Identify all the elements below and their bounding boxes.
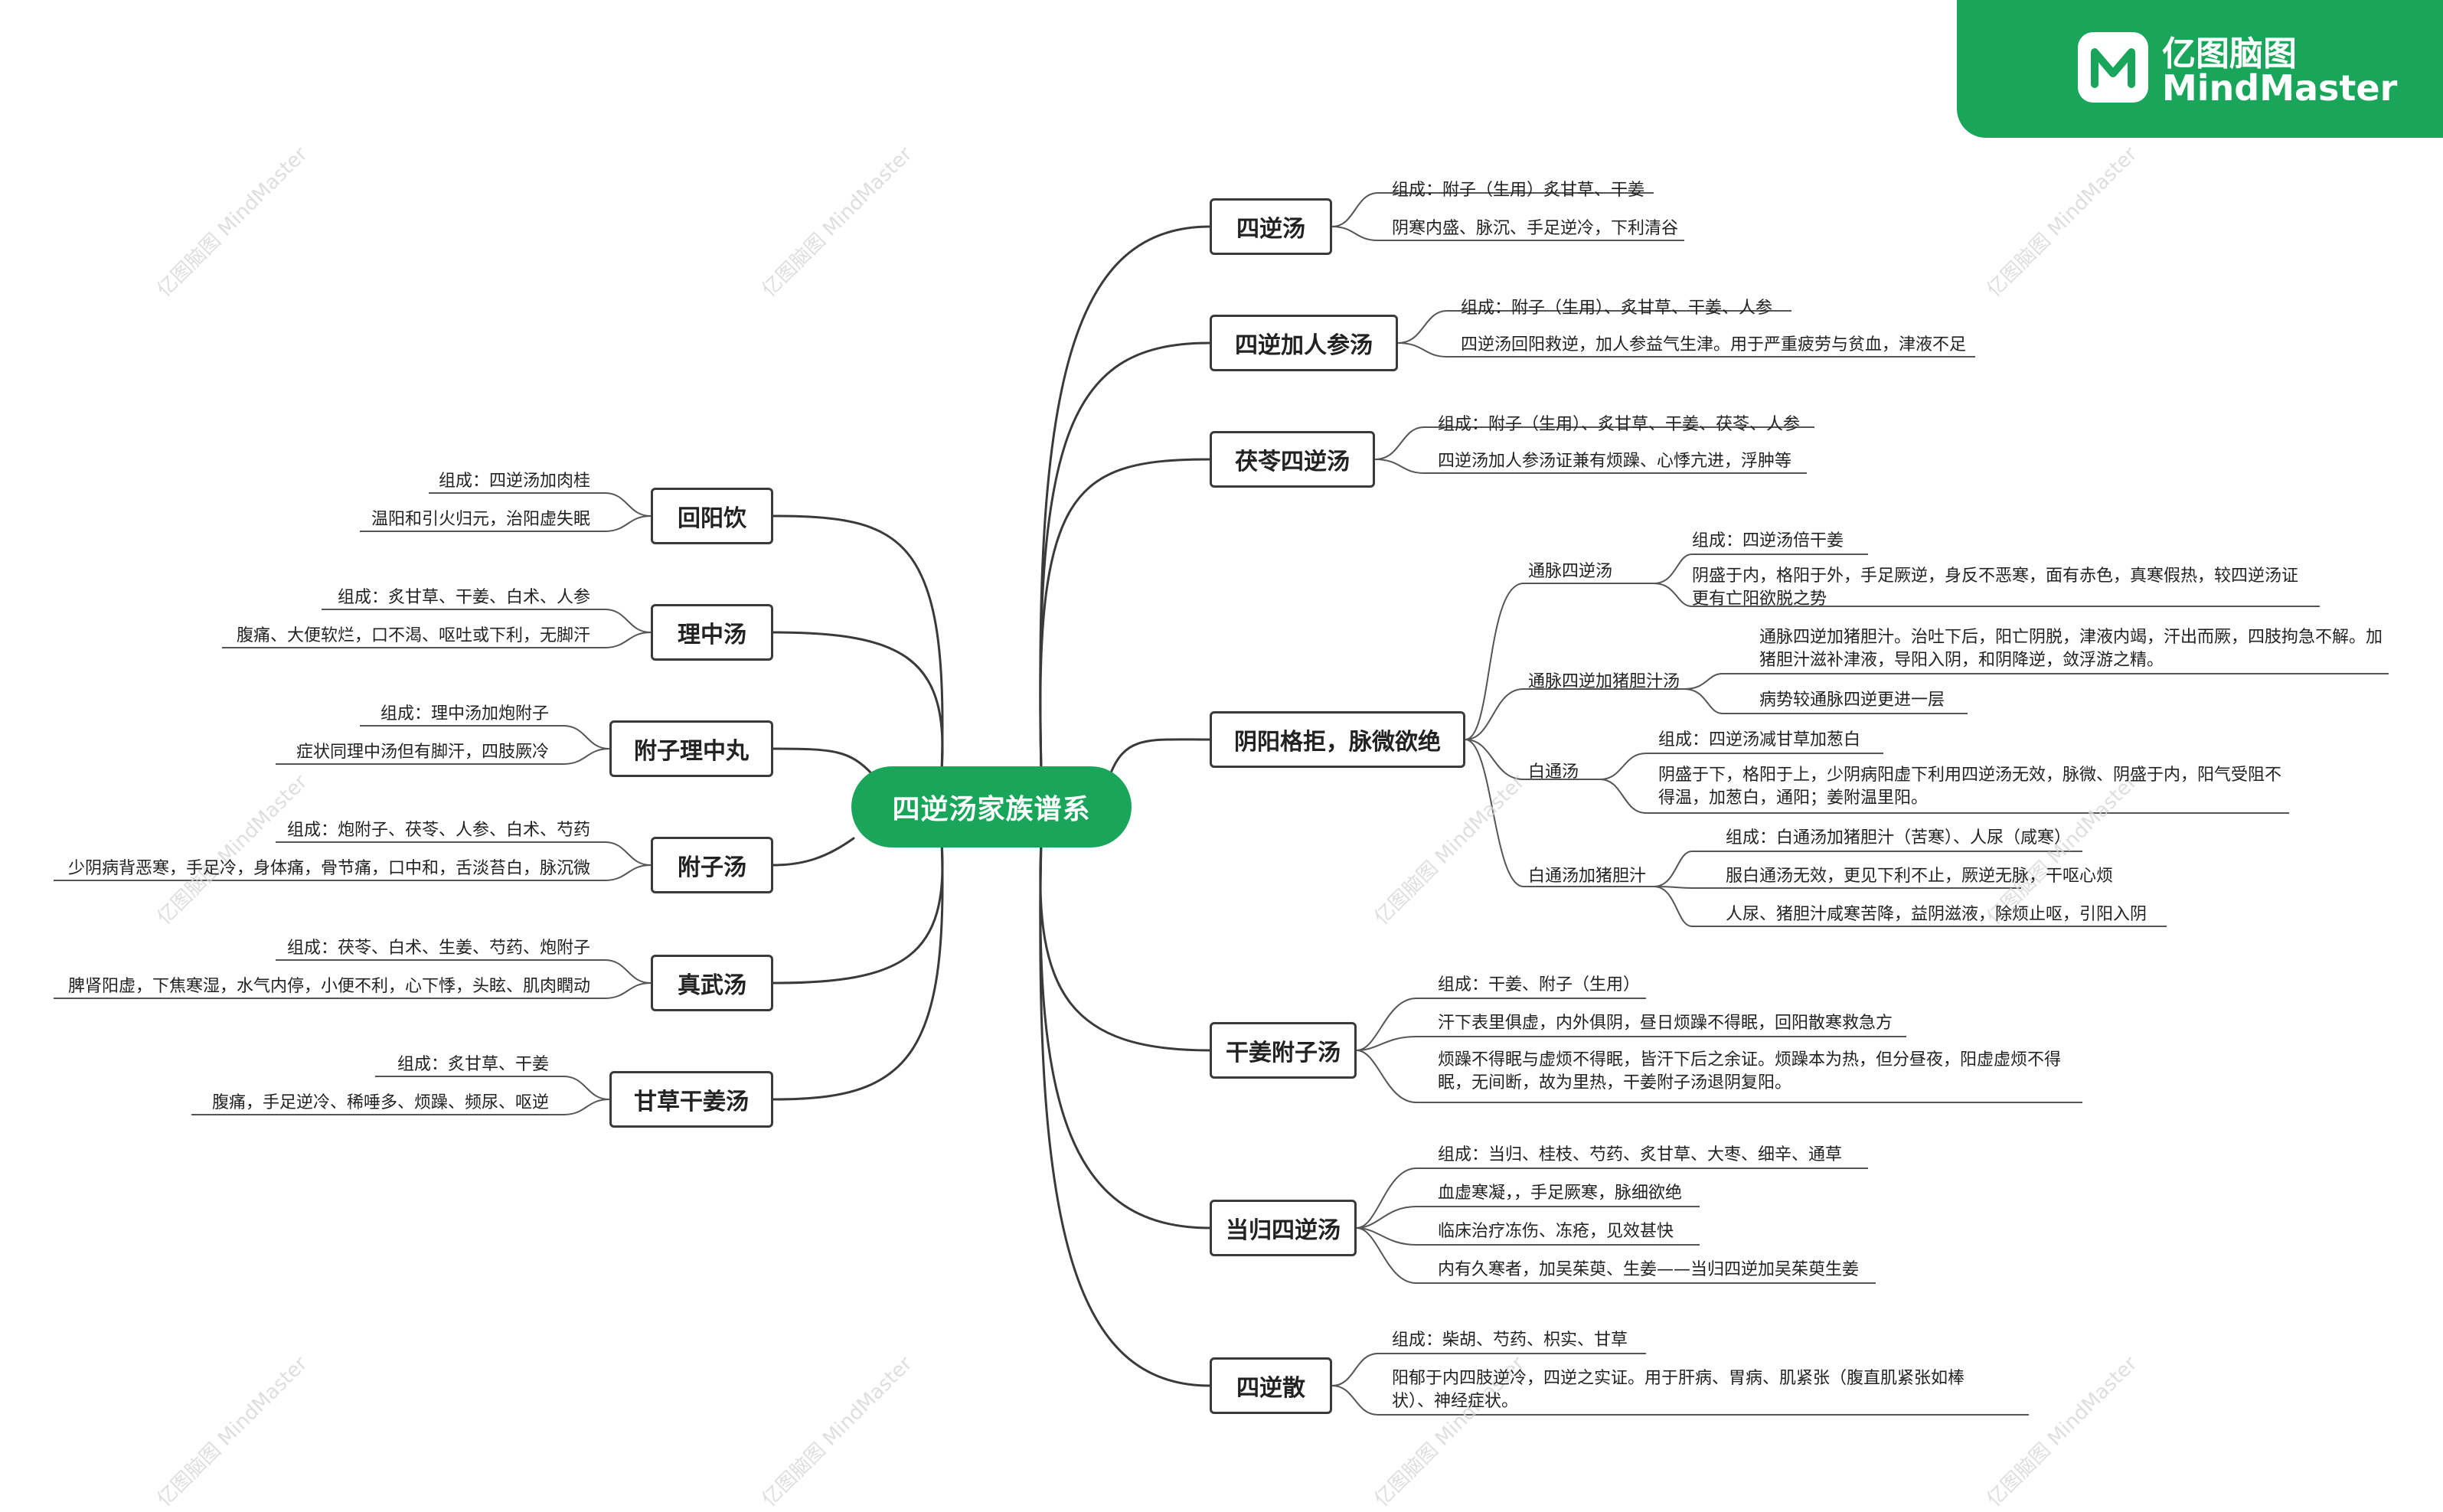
topic-danggui-sini-tang[interactable]: 当归四逆汤 (1210, 1200, 1357, 1256)
root-topic[interactable]: 四逆汤家族谱系 (851, 766, 1132, 847)
topic-fuling-sini-tang[interactable]: 茯苓四逆汤 (1210, 431, 1375, 488)
group-label-baitong-zhudanzhi[interactable]: 白通汤加猪胆汁 (1528, 867, 1647, 886)
topic-ganjiang-fuzi-tang[interactable]: 干姜附子汤 (1210, 1022, 1357, 1079)
subtopic-text[interactable]: 组成：炙甘草、干姜 (397, 1055, 549, 1074)
subtopic-text[interactable]: 组成：附子（生用）炙甘草、干姜 (1392, 181, 1645, 200)
subtopic-text[interactable]: 组成：白通汤加猪胆汁（苦寒）、人尿（咸寒） (1726, 828, 2072, 847)
subtopic-text[interactable]: 阴寒内盛、脉沉、手足逆冷，下利清谷 (1392, 219, 1679, 238)
topic-lizhong-tang[interactable]: 理中汤 (651, 604, 773, 661)
brand-name-cn: 亿图脑图 (2162, 34, 2297, 73)
subtopic-text[interactable]: 病势较通脉四逆更进一层 (1759, 691, 1945, 710)
subtopic-text[interactable]: 组成：附子（生用）、炙甘草、干姜、茯苓、人参 (1438, 415, 1801, 434)
subtopic-text[interactable]: 组成：炙甘草、干姜、白术、人参 (337, 588, 590, 607)
subtopic-text[interactable]: 组成：理中汤加炮附子 (380, 704, 549, 723)
mindmaster-logo-icon (2078, 32, 2148, 103)
group-label-tongmai-sini-tang[interactable]: 通脉四逆汤 (1528, 562, 1613, 581)
topic-fuzi-tang[interactable]: 附子汤 (651, 837, 773, 893)
topic-fuzi-lizhong-wan[interactable]: 附子理中丸 (609, 720, 773, 777)
subtopic-text[interactable]: 组成：附子（生用）、炙甘草、干姜、人参 (1461, 299, 1773, 318)
subtopic-text[interactable]: 组成：四逆汤减甘草加葱白 (1658, 730, 1861, 749)
brand-logo: 亿图脑图 MindMaster (1957, 0, 2443, 138)
group-label-baitong-tang[interactable]: 白通汤 (1528, 763, 1579, 782)
subtopic-text[interactable]: 血虚寒凝，，手足厥寒，脉细欲绝 (1438, 1184, 1683, 1203)
subtopic-text[interactable]: 少阴病背恶寒，手足冷，身体痛，骨节痛，口中和，舌淡苔白，脉沉微 (67, 859, 590, 878)
subtopic-text[interactable]: 内有久寒者，加吴茱萸、生姜——当归四逆加吴茱萸生姜 (1438, 1260, 1860, 1279)
subtopic-text[interactable]: 临床治疗冻伤、冻疮，见效甚快 (1438, 1222, 1674, 1241)
topic-sini-jia-renshen-tang[interactable]: 四逆加人参汤 (1210, 315, 1398, 371)
subtopic-text[interactable]: 四逆汤回阳救逆，加人参益气生津。用于严重疲劳与贫血，津液不足 (1461, 335, 1967, 354)
subtopic-text[interactable]: 烦躁不得眠与虚烦不得眠，皆汗下后之余证。烦躁本为热，但分昼夜，阳虚虚烦不得眠，无… (1438, 1050, 2062, 1092)
subtopic-text[interactable]: 组成：四逆汤倍干姜 (1692, 531, 1844, 550)
subtopic-text[interactable]: 阳郁于内四肢逆冷，四逆之实证。用于肝病、胃病、肌紧张（腹直肌紧张如棒状）、神经症… (1392, 1369, 1965, 1411)
topic-gancao-ganjiang-tang[interactable]: 甘草干姜汤 (609, 1071, 773, 1128)
subtopic-text[interactable]: 四逆汤加人参汤证兼有烦躁、心悸亢进，浮肿等 (1438, 452, 1792, 471)
brand-name-en: MindMaster (2162, 67, 2398, 109)
subtopic-text[interactable]: 组成：干姜、附子（生用） (1438, 975, 1641, 994)
subtopic-text[interactable]: 组成：柴胡、芍药、枳实、甘草 (1392, 1331, 1628, 1350)
subtopic-text[interactable]: 组成：当归、桂枝、芍药、炙甘草、大枣、细辛、通草 (1438, 1145, 1843, 1164)
subtopic-text[interactable]: 腹痛、大便软烂，口不渴、呕吐或下利，无脚汗 (236, 626, 590, 645)
topic-sini-tang[interactable]: 四逆汤 (1210, 198, 1332, 255)
topic-zhenwu-tang[interactable]: 真武汤 (651, 955, 773, 1011)
subtopic-text[interactable]: 脾肾阳虚，下焦寒湿，水气内停，小便不利，心下悸，头眩、肌肉瞤动 (67, 977, 590, 996)
mindmap-connectors (54, 192, 2389, 1416)
subtopic-text[interactable]: 腹痛，手足逆冷、稀唾多、烦躁、频尿、呕逆 (211, 1093, 549, 1112)
topic-yinyang-geju[interactable]: 阴阳格拒，脉微欲绝 (1210, 711, 1465, 768)
subtopic-text[interactable]: 阴盛于内，格阳于外，手足厥逆，身反不恶寒，面有赤色，真寒假热，较四逆汤证更有亡阳… (1692, 567, 2299, 609)
subtopic-text[interactable]: 服白通汤无效，更见下利不止，厥逆无脉，干呕心烦 (1726, 867, 2114, 886)
subtopic-text[interactable]: 阴盛于下，格阳于上，少阴病阳虚下利用四逆汤无效，脉微、阴盛于内，阳气受阻不得温，… (1658, 766, 2282, 808)
subtopic-text[interactable]: 组成：炮附子、茯苓、人参、白术、芍药 (286, 821, 590, 840)
subtopic-text[interactable]: 组成：茯苓、白术、生姜、芍药、炮附子 (286, 939, 590, 958)
topic-sini-san[interactable]: 四逆散 (1210, 1357, 1332, 1414)
topic-huiyang-yin[interactable]: 回阳饮 (651, 488, 773, 544)
subtopic-text[interactable]: 人尿、猪胆汁咸寒苦降，益阴滋液，除烦止呕，引阳入阴 (1726, 905, 2147, 924)
subtopic-text[interactable]: 症状同理中汤但有脚汗，四肢厥冷 (296, 743, 549, 762)
subtopic-text[interactable]: 组成：四逆汤加肉桂 (438, 472, 590, 491)
subtopic-text[interactable]: 温阳和引火归元，治阳虚失眠 (371, 510, 590, 529)
group-label-tongmai-sini-zhudanzhi-tang[interactable]: 通脉四逆加猪胆汁汤 (1528, 672, 1680, 691)
subtopic-text[interactable]: 汗下表里俱虚，内外俱阴，昼日烦躁不得眠，回阳散寒救急方 (1438, 1014, 1893, 1033)
subtopic-text[interactable]: 通脉四逆加猪胆汁。治吐下后，阳亡阴脱，津液内竭，汗出而厥，四肢拘急不解。加猪胆汁… (1759, 628, 2383, 670)
